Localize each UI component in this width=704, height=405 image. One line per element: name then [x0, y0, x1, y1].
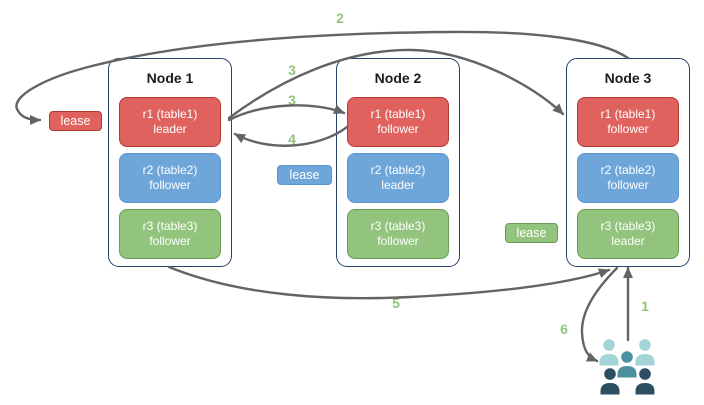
replica-role: follower — [607, 122, 649, 136]
node-3-box: Node 3 r1 (table1) follower r2 (table2) … — [566, 58, 690, 267]
step-label-4: 4 — [288, 131, 296, 147]
step-label-1: 1 — [641, 298, 649, 314]
replica-r2-table2: r2 (table2) leader — [347, 153, 449, 203]
replica-name: r1 (table1) — [370, 106, 426, 121]
replica-r3-table3: r3 (table3) follower — [347, 209, 449, 259]
replica-name: r2 (table2) — [600, 162, 656, 177]
step-label-3b: 3 — [288, 92, 296, 108]
node-title: Node 1 — [146, 70, 194, 86]
replica-name: r3 (table3) — [370, 218, 426, 233]
replica-r1-table1: r1 (table1) follower — [347, 97, 449, 147]
users-group-icon — [599, 339, 655, 395]
lease-chip-r2: lease — [277, 165, 332, 185]
replica-name: r2 (table2) — [370, 162, 426, 177]
replica-role: follower — [149, 234, 191, 248]
replica-name: r1 (table1) — [142, 106, 198, 121]
replica-r2-table2: r2 (table2) follower — [577, 153, 679, 203]
replica-r1-table1: r1 (table1) follower — [577, 97, 679, 147]
node-1-box: Node 1 r1 (table1) leader r2 (table2) fo… — [108, 58, 232, 267]
replica-role: follower — [149, 178, 191, 192]
replica-r3-table3: r3 (table3) leader — [577, 209, 679, 259]
replica-name: r1 (table1) — [600, 106, 656, 121]
replica-list: r1 (table1) follower r2 (table2) followe… — [577, 97, 679, 259]
step-label-6: 6 — [560, 321, 568, 337]
replica-role: follower — [607, 178, 649, 192]
replica-list: r1 (table1) follower r2 (table2) leader … — [347, 97, 449, 259]
replica-name: r3 (table3) — [600, 218, 656, 233]
lease-chip-r1: lease — [49, 111, 102, 131]
step-label-5: 5 — [392, 295, 400, 311]
arrow-step-5 — [167, 265, 611, 300]
replica-role: leader — [153, 122, 187, 136]
replica-role: follower — [377, 234, 419, 248]
replica-r2-table2: r2 (table2) follower — [119, 153, 221, 203]
step-label-3a: 3 — [288, 62, 296, 78]
replica-name: r3 (table3) — [142, 218, 198, 233]
node-title: Node 2 — [374, 70, 422, 86]
replica-role: leader — [611, 234, 645, 248]
replica-role: follower — [377, 122, 419, 136]
replica-name: r2 (table2) — [142, 162, 198, 177]
node-title: Node 3 — [604, 70, 652, 86]
replica-r3-table3: r3 (table3) follower — [119, 209, 221, 259]
replica-list: r1 (table1) leader r2 (table2) follower … — [119, 97, 221, 259]
step-label-2: 2 — [336, 10, 344, 26]
replica-r1-table1: r1 (table1) leader — [119, 97, 221, 147]
node-2-box: Node 2 r1 (table1) follower r2 (table2) … — [336, 58, 460, 267]
replica-role: leader — [381, 178, 415, 192]
lease-chip-r3: lease — [505, 223, 558, 243]
